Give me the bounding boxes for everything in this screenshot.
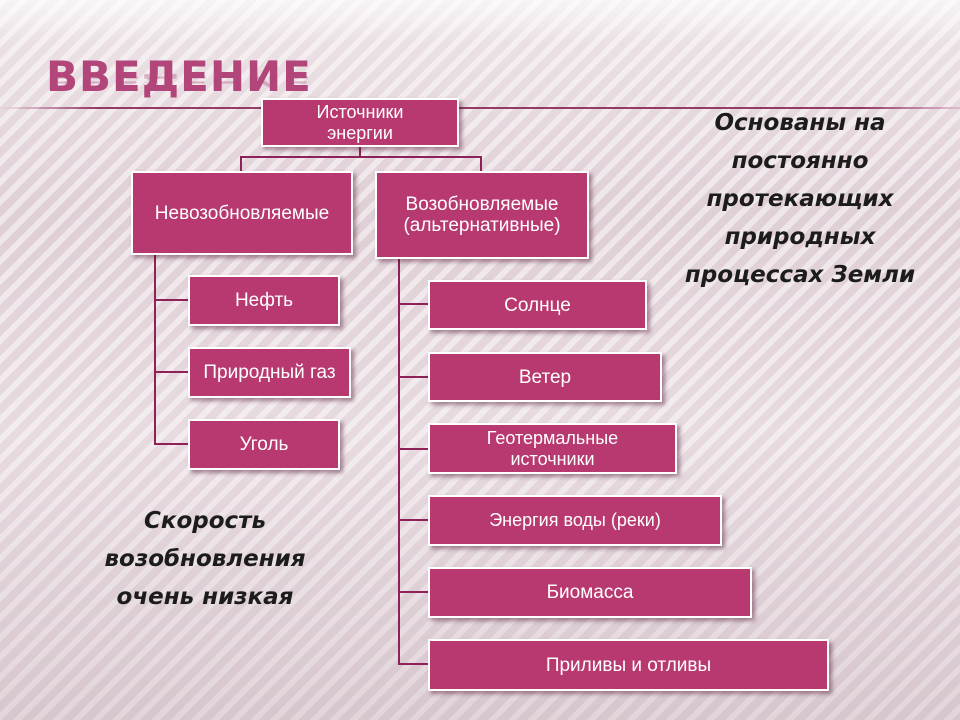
connector-branch-gas bbox=[154, 371, 190, 373]
connector-nonrenewable-trunk bbox=[154, 254, 156, 444]
connector-branch-sun bbox=[398, 303, 430, 305]
slide-title: ВВЕДЕНИЕ bbox=[46, 52, 312, 101]
box-tides: Приливы и отливы bbox=[428, 639, 829, 691]
connector-branch-water bbox=[398, 519, 430, 521]
connector-branch-tides bbox=[398, 663, 430, 665]
box-geothermal: Геотермальные источники bbox=[428, 423, 677, 474]
connector-root-down bbox=[359, 146, 361, 158]
box-nonrenewable: Невозобновляемые bbox=[131, 171, 353, 255]
note-renewable-basis: Основаны на постоянно протекающих природ… bbox=[684, 110, 916, 288]
top-band bbox=[0, 0, 960, 42]
box-sun: Солнце bbox=[428, 280, 647, 330]
connector-renewable-trunk bbox=[398, 258, 400, 664]
box-energy-sources: Источники энергии bbox=[261, 98, 459, 147]
connector-branch-oil bbox=[154, 299, 190, 301]
box-water-energy: Энергия воды (реки) bbox=[428, 495, 722, 546]
title-underline bbox=[0, 107, 960, 109]
connector-branch-wind bbox=[398, 376, 430, 378]
connector-top-horizontal bbox=[240, 156, 482, 158]
box-coal: Уголь bbox=[188, 419, 340, 470]
connector-left-drop bbox=[240, 156, 242, 172]
box-oil: Нефть bbox=[188, 275, 340, 326]
connector-branch-geo bbox=[398, 448, 430, 450]
box-natural-gas: Природный газ bbox=[188, 347, 351, 398]
box-wind: Ветер bbox=[428, 352, 662, 402]
connector-branch-biomass bbox=[398, 591, 430, 593]
box-renewable: Возобновляемые (альтернативные) bbox=[375, 171, 589, 259]
note-renewal-rate: Скорость возобновления очень низкая bbox=[104, 508, 306, 610]
connector-branch-coal bbox=[154, 443, 190, 445]
connector-right-drop bbox=[480, 156, 482, 172]
slide-title-reflection: ВВЕДЕНИЕ bbox=[46, 72, 312, 90]
box-biomass: Биомасса bbox=[428, 567, 752, 618]
